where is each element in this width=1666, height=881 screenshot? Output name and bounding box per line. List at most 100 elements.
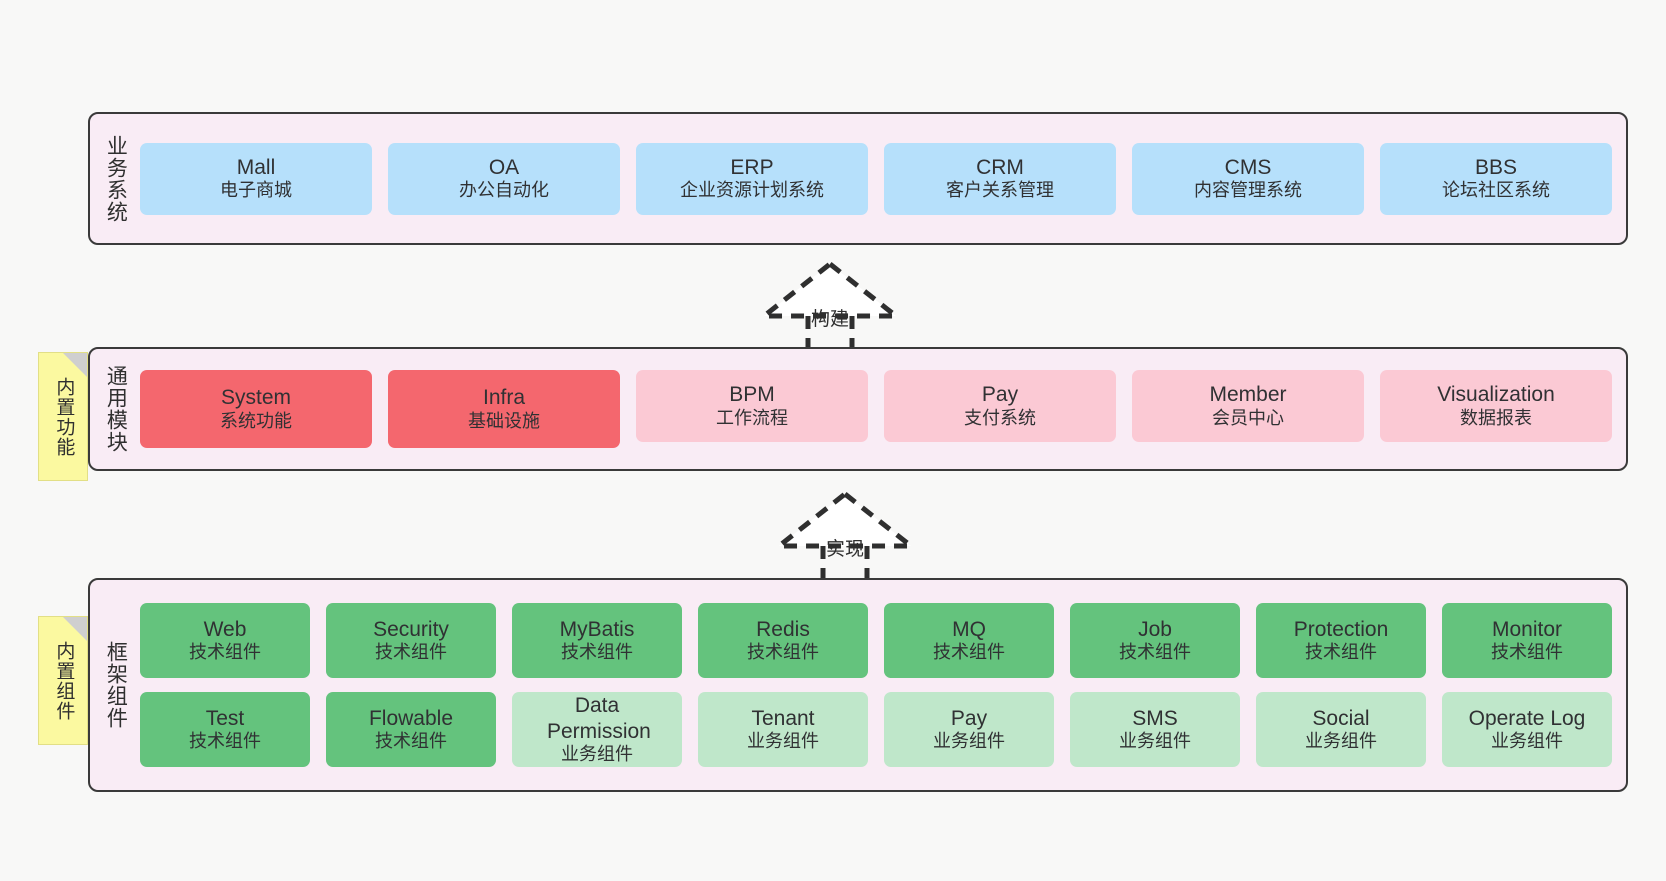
node-operate-log[interactable]: Operate Log 业务组件 [1442,692,1612,767]
node-test[interactable]: Test 技术组件 [140,692,310,767]
node-title: Flowable [368,706,454,730]
connector-build-label: 构建 [810,309,850,330]
note-label: 内置功能 [53,376,75,457]
row: Mall 电子商城 OA 办公自动化 ERP 企业资源计划系统 CRM 客户关系… [140,142,1612,215]
node-subtitle: 支付系统 [964,407,1036,428]
layer-framework-components-label: 框架组件 [104,641,128,729]
node-subtitle: 内容管理系统 [1194,180,1302,201]
row: Web 技术组件 Security 技术组件 MyBatis 技术组件 Redi… [140,603,1612,678]
node-pay-module[interactable]: Pay 支付系统 [884,370,1116,442]
node-title: Operate Log [1468,706,1586,730]
node-security[interactable]: Security 技术组件 [326,603,496,678]
note-fold-icon [63,353,87,377]
layer-business-systems: 业务系统 Mall 电子商城 OA 办公自动化 ERP 企业资源计划系统 CRM… [88,112,1628,245]
node-system[interactable]: System 系统功能 [140,370,372,448]
node-subtitle: 论坛社区系统 [1442,180,1550,201]
row: System 系统功能 Infra 基础设施 BPM 工作流程 Pay 支付系统… [140,370,1612,448]
node-subtitle: 技术组件 [747,642,819,663]
node-title: SMS [1132,706,1178,730]
node-crm[interactable]: CRM 客户关系管理 [884,142,1116,215]
node-title: OA [488,155,520,179]
node-oa[interactable]: OA 办公自动化 [388,142,620,215]
node-subtitle: 业务组件 [1491,731,1563,752]
node-title: Security [373,617,449,641]
node-title: BBS [1474,155,1518,179]
node-sms[interactable]: SMS 业务组件 [1070,692,1240,767]
node-subtitle: 基础设施 [468,410,540,431]
node-subtitle: 会员中心 [1212,407,1284,428]
layer-common-modules-label: 通用模块 [104,365,128,453]
node-subtitle: 技术组件 [933,642,1005,663]
row: Test 技术组件 Flowable 技术组件 Data Permission … [140,692,1612,767]
node-redis[interactable]: Redis 技术组件 [698,603,868,678]
node-subtitle: 客户关系管理 [946,180,1054,201]
connector-build-arrow [756,260,904,348]
node-bpm[interactable]: BPM 工作流程 [636,370,868,442]
node-title: Visualization [1437,383,1555,407]
node-subtitle: 业务组件 [933,731,1005,752]
node-title: Protection [1293,617,1389,641]
node-title: Infra [482,386,526,410]
node-subtitle: 技术组件 [1119,642,1191,663]
node-title: CRM [976,155,1024,179]
node-infra[interactable]: Infra 基础设施 [388,370,620,448]
connector-implement-arrow [771,490,919,578]
node-title: Pay [981,383,1019,407]
node-title: Monitor [1491,617,1563,641]
node-subtitle: 系统功能 [220,410,292,431]
node-erp[interactable]: ERP 企业资源计划系统 [636,142,868,215]
node-flowable[interactable]: Flowable 技术组件 [326,692,496,767]
node-subtitle: 技术组件 [189,731,261,752]
node-title: Tenant [751,706,815,730]
layer-framework-components-body: Web 技术组件 Security 技术组件 MyBatis 技术组件 Redi… [140,580,1626,790]
note-builtin-components: 内置组件 [38,616,88,745]
node-subtitle: 业务组件 [1119,731,1191,752]
node-title: Mall [236,155,276,179]
node-subtitle: 数据报表 [1460,407,1532,428]
node-data-permission[interactable]: Data Permission 业务组件 [512,692,682,767]
node-subtitle: 技术组件 [1491,642,1563,663]
node-mq[interactable]: MQ 技术组件 [884,603,1054,678]
node-web[interactable]: Web 技术组件 [140,603,310,678]
node-subtitle: 技术组件 [561,642,633,663]
node-protection[interactable]: Protection 技术组件 [1256,603,1426,678]
node-bbs[interactable]: BBS 论坛社区系统 [1380,142,1612,215]
node-title: Web [203,617,247,641]
connector-implement: 实现 [771,488,919,578]
node-subtitle: 业务组件 [561,744,633,765]
node-title: System [220,386,291,410]
node-title: BPM [729,383,775,407]
node-title: Pay [950,706,988,730]
node-social[interactable]: Social 业务组件 [1256,692,1426,767]
connector-implement-label: 实现 [825,539,865,560]
node-pay-component[interactable]: Pay 业务组件 [884,692,1054,767]
node-mall[interactable]: Mall 电子商城 [140,142,372,215]
node-title: MyBatis [559,617,635,641]
node-title: Member [1209,383,1287,407]
layer-common-modules: 通用模块 System 系统功能 Infra 基础设施 BPM 工作流程 Pay… [88,347,1628,471]
node-visualization[interactable]: Visualization 数据报表 [1380,370,1612,442]
node-subtitle: 工作流程 [716,407,788,428]
node-title: ERP [730,155,774,179]
node-subtitle: 技术组件 [1305,642,1377,663]
node-title: Data Permission [547,693,651,743]
node-title: Social [1312,706,1370,730]
node-tenant[interactable]: Tenant 业务组件 [698,692,868,767]
node-monitor[interactable]: Monitor 技术组件 [1442,603,1612,678]
layer-common-modules-body: System 系统功能 Infra 基础设施 BPM 工作流程 Pay 支付系统… [140,349,1626,469]
node-title: MQ [952,617,986,641]
node-member[interactable]: Member 会员中心 [1132,370,1364,442]
node-subtitle: 技术组件 [375,731,447,752]
layer-framework-components: 框架组件 Web 技术组件 Security 技术组件 MyBatis 技术组件… [88,578,1628,792]
note-builtin-features: 内置功能 [38,352,88,481]
node-subtitle: 技术组件 [189,642,261,663]
node-subtitle: 办公自动化 [459,180,549,201]
note-fold-icon [63,617,87,641]
node-job[interactable]: Job 技术组件 [1070,603,1240,678]
node-subtitle: 业务组件 [1305,731,1377,752]
node-mybatis[interactable]: MyBatis 技术组件 [512,603,682,678]
node-cms[interactable]: CMS 内容管理系统 [1132,142,1364,215]
node-title: Redis [756,617,810,641]
layer-business-systems-label: 业务系统 [104,134,128,223]
node-title: CMS [1224,155,1272,179]
